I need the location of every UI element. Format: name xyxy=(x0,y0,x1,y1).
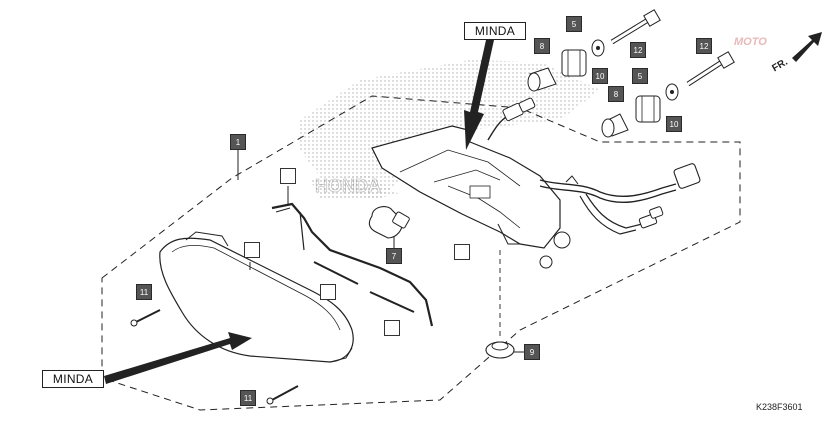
callout-11-upper[interactable]: 11 xyxy=(136,284,152,300)
tail-lens xyxy=(159,231,354,363)
screw-upper xyxy=(130,309,161,327)
watermark-top: MOTO xyxy=(734,36,767,48)
callout-8-upper[interactable]: 8 xyxy=(534,38,550,54)
brand-label-top: MINDA xyxy=(464,22,526,40)
callout-empty-lens[interactable] xyxy=(244,242,260,258)
callout-1[interactable]: 1 xyxy=(230,134,246,150)
callout-12-lower[interactable]: 12 xyxy=(696,38,712,54)
callout-5-lower[interactable]: 5 xyxy=(632,68,648,84)
minda-arrow-bottom xyxy=(104,332,252,384)
callout-11-lower[interactable]: 11 xyxy=(240,390,256,406)
callout-5-upper[interactable]: 5 xyxy=(566,16,582,32)
mounting-hardware xyxy=(527,9,735,138)
callout-12-upper[interactable]: 12 xyxy=(630,42,646,58)
minda-arrow-top xyxy=(464,40,494,150)
bulb xyxy=(368,206,410,248)
light-guide xyxy=(271,186,434,327)
lamp-housing xyxy=(371,125,571,340)
grommet xyxy=(485,341,524,359)
brand-label-bottom: MINDA xyxy=(42,370,104,388)
callout-7[interactable]: 7 xyxy=(386,248,402,264)
wire-harness xyxy=(487,97,701,235)
callout-empty-housing[interactable] xyxy=(454,244,470,260)
svg-text:HONDA: HONDA xyxy=(315,176,381,196)
callout-empty-strip-lower[interactable] xyxy=(384,320,400,336)
front-arrow xyxy=(792,32,822,62)
callout-empty-guide[interactable] xyxy=(280,168,296,184)
callout-10-lower[interactable]: 10 xyxy=(666,116,682,132)
callout-8-lower[interactable]: 8 xyxy=(608,86,624,102)
drawing-code: K238F3601 xyxy=(756,402,803,412)
callout-9[interactable]: 9 xyxy=(524,344,540,360)
callout-empty-strip-upper[interactable] xyxy=(320,284,336,300)
callout-10-upper[interactable]: 10 xyxy=(592,68,608,84)
screw-lower xyxy=(266,385,299,405)
